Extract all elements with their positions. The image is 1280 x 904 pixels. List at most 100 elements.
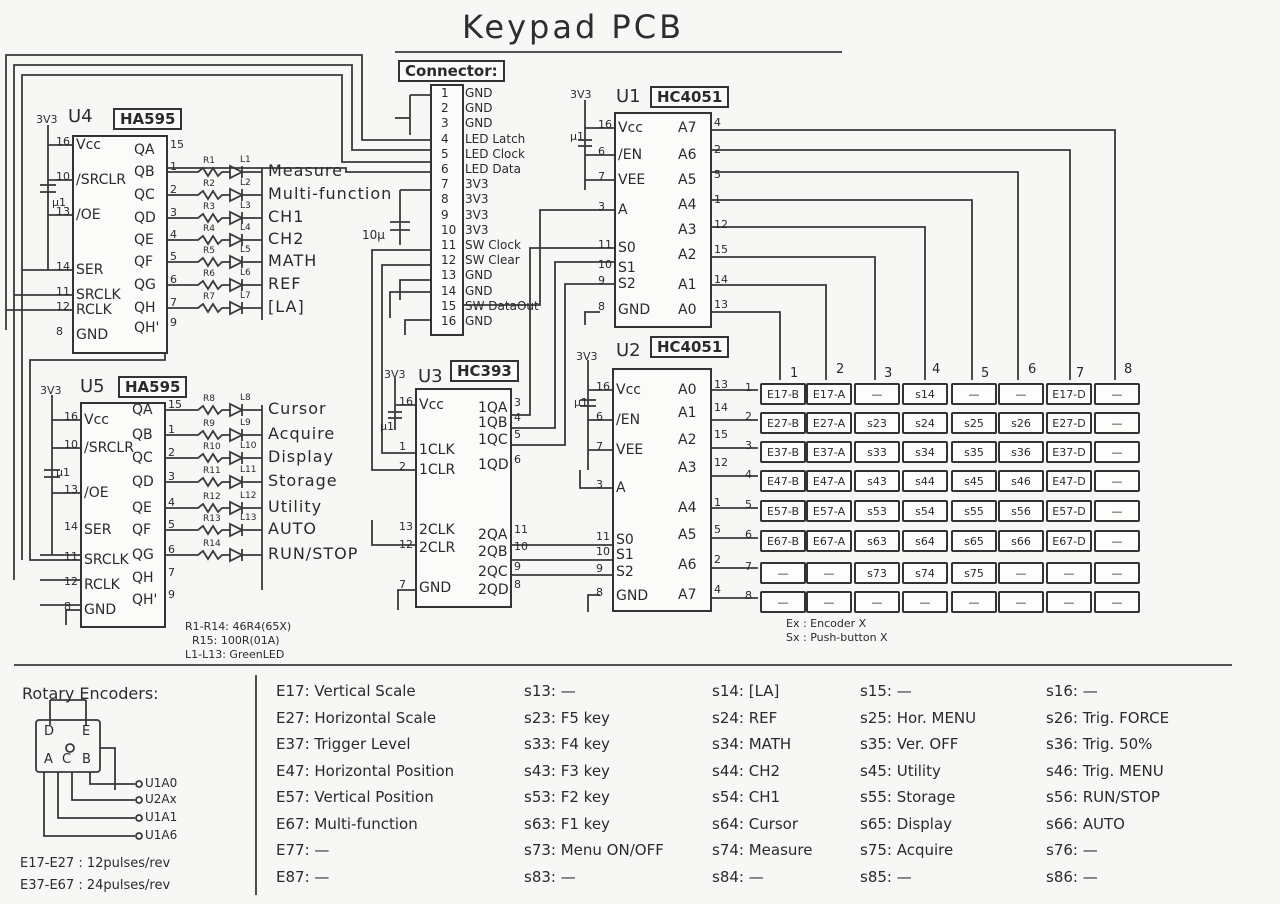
u2-ref: U2 — [616, 340, 641, 361]
u5-led-label: L11 — [240, 465, 257, 475]
u2-part: HC4051 — [650, 336, 730, 358]
matrix-column-number: 4 — [932, 362, 941, 377]
u3-right-pin-number: 9 — [514, 560, 521, 573]
u4-right-pin-name: QF — [134, 254, 154, 270]
u4-left-pin-number: 14 — [56, 260, 70, 273]
matrix-key: s24 — [902, 412, 948, 434]
u4-right-pin-name: QE — [134, 232, 154, 248]
connector-pin-name: GND — [465, 116, 493, 131]
connector-pin-number: 13 — [441, 268, 457, 283]
u4-resistor-label: R2 — [203, 179, 215, 189]
u5-led-branch — [162, 522, 262, 538]
matrix-key: E67-D — [1046, 530, 1092, 552]
u3-ref: U3 — [418, 366, 443, 387]
matrix-key: s65 — [951, 530, 997, 552]
u4-resistor-label: R5 — [203, 246, 215, 256]
u2-supply: 3V3 — [576, 350, 598, 363]
u2-left-pin-number: 8 — [596, 586, 603, 599]
legend-entry: s54: CH1 — [712, 788, 781, 806]
u5-right-pin-name: QE — [132, 500, 152, 516]
connector-pin-name: 3V3 — [465, 207, 489, 222]
u4-left-pin-name: GND — [76, 327, 109, 343]
u1-left-pin-number: 8 — [598, 300, 605, 313]
u5-function-label: AUTO — [268, 519, 318, 538]
connector-pin-number: 14 — [441, 283, 457, 298]
u4-resistor-label: R7 — [203, 292, 215, 302]
u1-right-pin-number: 1 — [714, 193, 721, 206]
u2-left-pin-number: 16 — [596, 380, 610, 393]
legend-entry: s74: Measure — [712, 841, 813, 859]
u3-body — [415, 388, 512, 608]
u3-left-pin-name: 2CLR — [419, 540, 456, 556]
u5-right-pin-number: 15 — [168, 398, 182, 411]
u5-right-pin-name: QH — [132, 570, 154, 586]
note-leds: L1-L13: GreenLED — [185, 648, 285, 661]
u5-left-pin-name: Vcc — [84, 412, 109, 428]
u4-led-label: L7 — [240, 291, 251, 301]
matrix-key: — — [998, 591, 1044, 613]
matrix-key: E57-A — [806, 500, 852, 522]
connector-pin-name: GND — [465, 101, 493, 116]
matrix-row-number: 7 — [745, 560, 752, 573]
matrix-column-number: 8 — [1124, 362, 1133, 377]
matrix-row-number: 1 — [745, 381, 752, 394]
u5-resistor-label: R11 — [203, 466, 221, 476]
u5-function-label: Display — [268, 447, 334, 466]
enc-out-1: U2Ax — [145, 792, 177, 806]
u1-right-pin-name: A1 — [678, 277, 697, 293]
u2-right-pin-name: A2 — [678, 432, 697, 448]
matrix-row-number: 3 — [745, 439, 752, 452]
u5-cap: μ1 — [56, 466, 70, 479]
u1-right-pin-number: 15 — [714, 243, 728, 256]
connector-pin-number: 15 — [441, 298, 457, 313]
u4-right-pin-name: QB — [134, 164, 155, 180]
u5-left-pin-name: /SRCLR — [84, 440, 134, 456]
matrix-key: E47-D — [1046, 470, 1092, 492]
u5-left-pin-name: SRCLK — [84, 552, 129, 568]
u2-left-pin-name: GND — [616, 588, 649, 604]
connector-pin-name: SW DataOut — [465, 298, 539, 313]
note-r15: R15: 100R(01A) — [192, 634, 280, 647]
u5-right-pin-name: QA — [132, 402, 153, 418]
u2-left-pin-name: S1 — [616, 547, 634, 563]
matrix-key: s33 — [854, 441, 900, 463]
legend-entry: s14: [LA] — [712, 682, 780, 700]
page-title: Keypad PCB — [462, 8, 685, 46]
u2-right-pin-number: 12 — [714, 456, 728, 469]
u1-left-pin-name: Vcc — [618, 120, 643, 136]
matrix-legend-button: Sx : Push-button X — [786, 631, 888, 644]
matrix-key: s56 — [998, 500, 1044, 522]
legend-entry: E77: — — [276, 841, 330, 859]
matrix-key: E57-B — [760, 500, 806, 522]
u1-right-pin-name: A3 — [678, 222, 697, 238]
legend-entry: s55: Storage — [860, 788, 956, 806]
connector-pin-number: 9 — [441, 207, 449, 222]
u3-left-pin-number: 2 — [399, 460, 406, 473]
u2-left-pin-number: 9 — [596, 562, 603, 575]
legend-entry: s35: Ver. OFF — [860, 735, 959, 753]
matrix-key: — — [1094, 562, 1140, 584]
u1-left-pin-name: /EN — [618, 147, 643, 163]
u2-right-pin-name: A5 — [678, 527, 697, 543]
matrix-key: — — [760, 562, 806, 584]
u2-right-pin-number: 5 — [714, 523, 721, 536]
u5-led-branch — [162, 474, 262, 490]
matrix-key: E17-A — [806, 383, 852, 405]
legend-entry: s53: F2 key — [524, 788, 610, 806]
legend-entry: s15: — — [860, 682, 912, 700]
u2-right-pin-name: A3 — [678, 460, 697, 476]
legend-entry: s75: Acquire — [860, 841, 954, 859]
matrix-key: E57-D — [1046, 500, 1092, 522]
legend-entry: s43: F3 key — [524, 761, 610, 780]
u4-right-pin-name: QD — [134, 210, 156, 226]
matrix-key: s44 — [902, 470, 948, 492]
u4-right-pin-number: 9 — [170, 316, 177, 329]
matrix-key: s75 — [951, 562, 997, 584]
u4-right-pin-number: 3 — [170, 206, 177, 219]
u4-cap: μ1 — [52, 196, 66, 209]
u4-supply: 3V3 — [36, 113, 58, 126]
u4-left-pin-name: /OE — [76, 207, 101, 223]
matrix-key: — — [1094, 500, 1140, 522]
u1-left-pin-name: S0 — [618, 240, 636, 256]
u3-right-pin-name: 2QB — [478, 544, 508, 560]
